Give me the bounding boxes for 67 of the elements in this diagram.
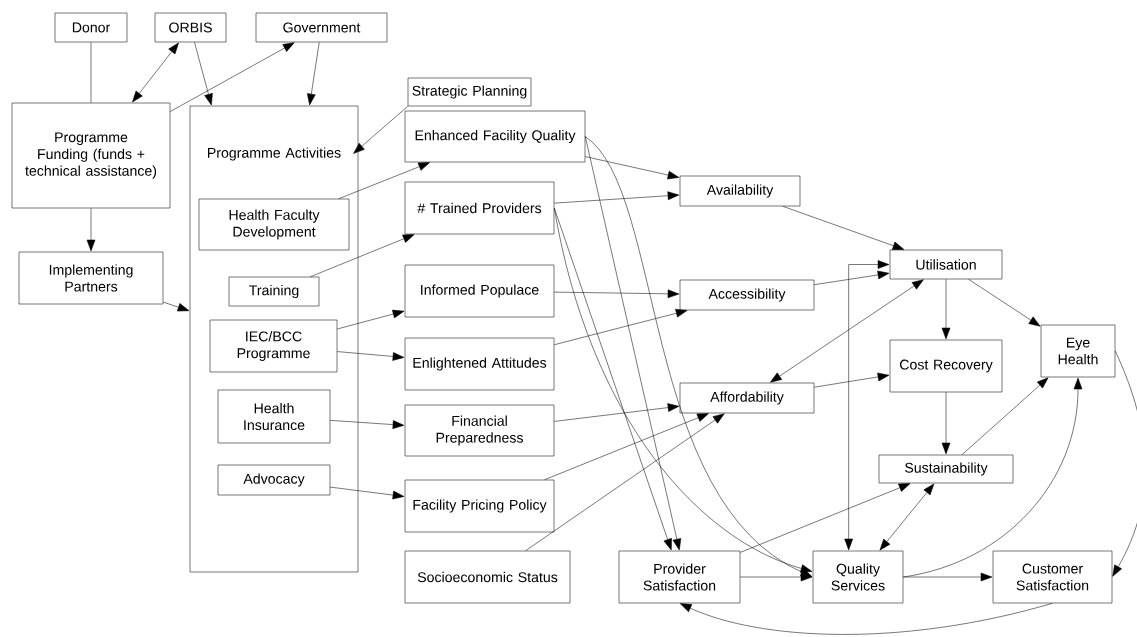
process-box: Financial Preparedness — [404, 404, 555, 457]
arrow — [337, 309, 405, 330]
arrow — [879, 483, 935, 551]
arrow — [814, 372, 890, 388]
process-box: Quality Services — [812, 550, 904, 604]
arrow — [554, 309, 688, 345]
process-box: Eye Health — [1040, 324, 1116, 378]
arrow — [554, 289, 680, 299]
process-box: Health Insurance — [217, 389, 331, 444]
arrow — [903, 572, 993, 582]
process-box: Advocacy — [217, 464, 331, 496]
arrow — [554, 207, 672, 551]
arrow — [968, 279, 1041, 327]
process-box: Utilisation — [889, 249, 1003, 280]
process-box: Implementing Partners — [18, 251, 164, 305]
process-box: Government — [255, 12, 388, 43]
arrow — [337, 351, 405, 361]
arrow — [814, 270, 890, 285]
process-box: Strategic Planning — [407, 77, 532, 107]
process-box: Accessibility — [679, 279, 815, 311]
process-box: Socioeconomic Status — [404, 550, 571, 604]
process-box: Enlightened Attitudes — [404, 337, 555, 391]
arrow — [1112, 350, 1137, 577]
process-box: Availability — [679, 175, 801, 207]
arrow — [163, 301, 190, 312]
arrow — [132, 42, 179, 103]
arrow — [307, 42, 320, 106]
process-box: Enhanced Facility Quality — [404, 110, 586, 163]
arrow — [770, 279, 924, 383]
arrow — [679, 603, 1053, 635]
process-box: Training — [228, 276, 320, 307]
arrow — [554, 191, 680, 204]
arrow — [525, 413, 725, 551]
process-box: Customer Satisfaction — [992, 550, 1113, 604]
arrow — [554, 207, 813, 573]
process-box: Health Faculty Development — [198, 198, 350, 251]
process-box: IEC/BCC Programme — [209, 319, 338, 373]
arrow — [554, 403, 680, 422]
arrow — [544, 413, 709, 480]
process-box: Donor — [54, 12, 128, 43]
arrow — [585, 136, 813, 577]
process-box: Sustainability — [878, 454, 1014, 484]
process-box: Programme Funding (funds + technical assistance) — [11, 102, 171, 209]
arrow — [310, 234, 415, 277]
process-box: Cost Recovery — [889, 339, 1003, 393]
process-box: Facility Pricing Policy — [404, 479, 555, 533]
arrow — [585, 156, 680, 180]
arrow — [194, 42, 213, 106]
process-box: Informed Populace — [404, 264, 555, 318]
arrow — [740, 483, 911, 553]
arrow — [941, 392, 951, 455]
process-box: Affordability — [679, 382, 815, 414]
arrow — [844, 260, 890, 551]
process-box: Provider Satisfaction — [618, 550, 741, 604]
arrow — [170, 42, 295, 112]
process-box: ORBIS — [154, 12, 227, 43]
arrow — [941, 279, 951, 340]
arrow — [782, 206, 905, 250]
process-box: # Trained Providers — [404, 181, 555, 235]
arrow — [86, 208, 96, 252]
arrow — [585, 136, 682, 551]
arrow — [338, 162, 430, 199]
arrow — [961, 377, 1049, 455]
arrow — [740, 572, 813, 582]
arrow — [330, 486, 405, 500]
arrow — [353, 106, 408, 154]
arrow — [330, 420, 405, 429]
